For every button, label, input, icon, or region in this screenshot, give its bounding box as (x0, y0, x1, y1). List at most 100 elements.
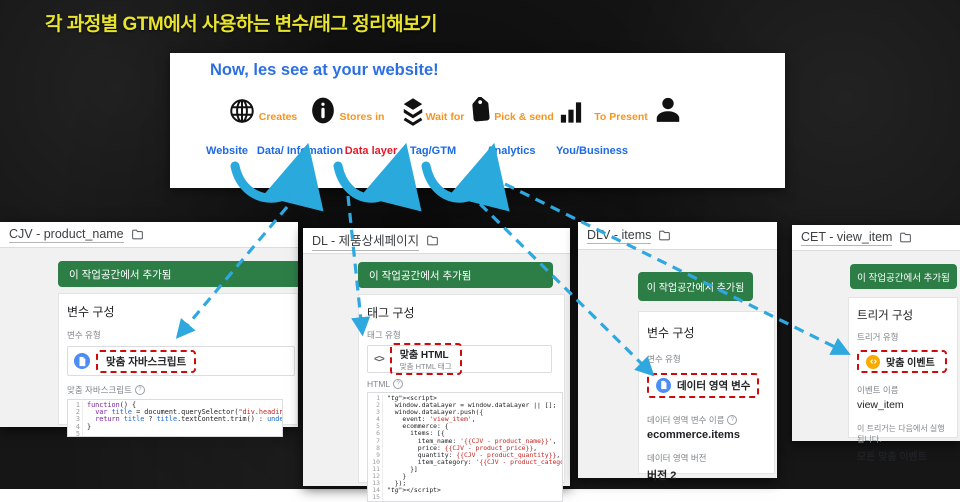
tag-name-field[interactable]: DL - 제품상세페이지 (312, 230, 420, 251)
data-layer-variable-icon (656, 377, 671, 393)
highlight-marker: 맞춤 이벤트 (857, 350, 947, 373)
panel-header: CJV - product_name (0, 222, 298, 248)
workspace-added-banner: 이 작업공간에서 추가됨 (850, 264, 957, 289)
highlight-marker: 데이터 영역 변수 (647, 372, 760, 398)
gtm-panel-dlv-items: DLV - items 이 작업공간에서 추가됨 변수 구성 변수 유형 데이터… (578, 222, 777, 482)
gtm-panel-dl-product-detail: DL - 제품상세페이지 이 작업공간에서 추가됨 태그 구성 태그 유형 <>… (303, 228, 570, 502)
globe-icon (228, 97, 256, 130)
highlight-marker: 맞춤 자바스크립트 (96, 349, 197, 373)
panel-header: DLV - items (578, 222, 777, 250)
folder-icon[interactable] (131, 228, 144, 241)
custom-javascript-icon (74, 353, 90, 369)
variable-config-card: 변수 구성 변수 유형 맞춤 자바스크립트 맞춤 자바스크립트 1functio… (58, 293, 298, 437)
variable-type-selector[interactable]: 맞춤 자바스크립트 (67, 346, 295, 376)
gtm-panel-cjv-product-name: CJV - product_name 이 작업공간에서 추가됨 변수 구성 변수… (0, 222, 298, 437)
code-line: 15 (368, 494, 562, 501)
section-title: 트리거 구성 (857, 310, 914, 322)
info-icon (309, 95, 337, 131)
flow-banner: Now, les see at your website! Creates St… (170, 53, 785, 188)
workspace-added-banner: 이 작업공간에서 추가됨 (358, 262, 553, 288)
variable-type-selector[interactable]: 데이터 영역 변수 (647, 369, 767, 401)
type-subtitle: 맞춤 HTML 태그 (399, 362, 452, 371)
field-label: 데이터 영역 변수 이름 (647, 414, 766, 426)
workspace-added-banner: 이 작업공간에서 추가됨 (58, 261, 298, 287)
code-brackets-icon: <> (374, 353, 385, 365)
section-title: 태그 구성 (367, 306, 415, 320)
folder-icon[interactable] (426, 234, 439, 247)
layers-icon (399, 96, 427, 131)
code-line: 12 } (368, 472, 562, 481)
code-line: 3 return title ? title.textContent.trim(… (68, 416, 282, 424)
code-line: 14"tg"></script> (368, 487, 562, 495)
flow-word-pick-send: Pick & send (494, 111, 554, 123)
person-icon (653, 95, 684, 131)
type-label: 변수 유형 (67, 330, 101, 340)
code-line: 8 price: {{CJV - product_price}}, (368, 444, 562, 452)
type-name: 맞춤 자바스크립트 (106, 355, 187, 368)
stage-label-data-information: Data/ Infomation (256, 145, 344, 157)
stage-label-website: Website (206, 145, 248, 157)
code-line: 5 ecommerce: { (368, 423, 562, 431)
custom-event-icon (866, 354, 880, 369)
code-line: 11 }] (368, 465, 562, 474)
type-label: 트리거 유형 (857, 332, 899, 342)
trigger-type-selector[interactable]: 맞춤 이벤트 (857, 348, 949, 375)
panel-header: CET - view_item (792, 225, 960, 251)
variable-name-field[interactable]: DLV - items (587, 227, 652, 244)
trigger-fires-on-value: 모든 맞춤 이벤트 (857, 452, 927, 463)
help-icon[interactable] (727, 415, 738, 425)
panel-header: DL - 제품상세페이지 (303, 228, 570, 254)
slide-title: 각 과정별 GTM에서 사용하는 변수/태그 정리해보기 (45, 14, 438, 35)
code-line: 4 event: 'view_item', (368, 416, 562, 424)
tag-icon (467, 96, 496, 131)
section-title: 변수 구성 (67, 305, 115, 319)
code-line: 9 quantity: {{CJV - product_quantity}}, (368, 451, 562, 459)
stage-label-data-layer: Data layer (344, 145, 398, 157)
code-line: 2 window.dataLayer = window.dataLayer ||… (368, 401, 562, 410)
code-line: 10 item_category: '{{CJV - product_categ… (368, 458, 562, 466)
bar-chart-icon (558, 99, 585, 131)
slide-canvas: 각 과정별 GTM에서 사용하는 변수/태그 정리해보기 Now, les se… (0, 0, 960, 489)
type-label: 태그 유형 (367, 330, 401, 340)
variable-name-field[interactable]: CJV - product_name (9, 226, 124, 243)
tag-type-selector[interactable]: <> 맞춤 HTML 맞춤 HTML 태그 (367, 343, 552, 375)
html-code-editor[interactable]: 1"tg"><script> 2 window.dataLayer = wind… (367, 392, 563, 502)
section-title: 변수 구성 (647, 326, 695, 340)
gtm-panel-cet-view-item: CET - view_item 이 작업공간에서 추가됨 트리거 구성 트리거 … (792, 225, 960, 463)
stage-label-tag-gtm: Tag/GTM (409, 145, 457, 157)
data-layer-variable-name-value[interactable]: ecommerce.items (647, 429, 740, 441)
trigger-config-card: 트리거 구성 트리거 유형 맞춤 이벤트 이벤트 이름 view_item 이 … (848, 297, 958, 463)
highlight-marker: 맞춤 HTML 맞춤 HTML 태그 (389, 343, 462, 375)
code-line: 6 items: [{ (368, 430, 562, 438)
flow-word-to-present: To Present (594, 111, 648, 123)
folder-icon[interactable] (899, 231, 912, 244)
banner-heading: Now, les see at your website! (210, 61, 439, 79)
folder-icon[interactable] (658, 229, 671, 242)
type-name: 맞춤 HTML (399, 350, 449, 361)
tag-config-card: 태그 구성 태그 유형 <> 맞춤 HTML 맞춤 HTML 태그 HTML 1… (358, 294, 565, 502)
flow-word-wait-for: Wait for (425, 111, 465, 123)
code-line: 4} (68, 423, 282, 431)
code-line: 5 (68, 430, 282, 436)
type-name: 맞춤 이벤트 (886, 358, 935, 369)
trigger-name-field[interactable]: CET - view_item (801, 229, 893, 246)
code-line: 2 var title = document.querySelector("di… (68, 408, 282, 417)
code-line: 3 window.dataLayer.push({ (368, 409, 562, 417)
flow-word-creates: Creates (258, 111, 298, 123)
event-name-value[interactable]: view_item (857, 399, 904, 411)
stage-label-analytics: Analytics (486, 145, 536, 157)
type-name: 데이터 영역 변수 (677, 379, 751, 392)
trigger-fires-on-label: 이 트리거는 다음에서 실행됩니다. (857, 424, 945, 444)
code-line: 1"tg"><script> (368, 394, 562, 403)
code-line: 7 item_name: '{{CJV - product_name}}', (368, 437, 562, 445)
type-label: 변수 유형 (647, 354, 681, 364)
flow-word-stores-in: Stores in (339, 111, 385, 123)
data-layer-version-value[interactable]: 버전 2 (647, 470, 677, 482)
code-field-label: HTML (367, 379, 556, 389)
code-field-label: 맞춤 자바스크립트 (67, 384, 289, 396)
help-icon[interactable] (134, 385, 145, 395)
field-label: 이벤트 이름 (857, 385, 899, 395)
help-icon[interactable] (393, 379, 404, 389)
